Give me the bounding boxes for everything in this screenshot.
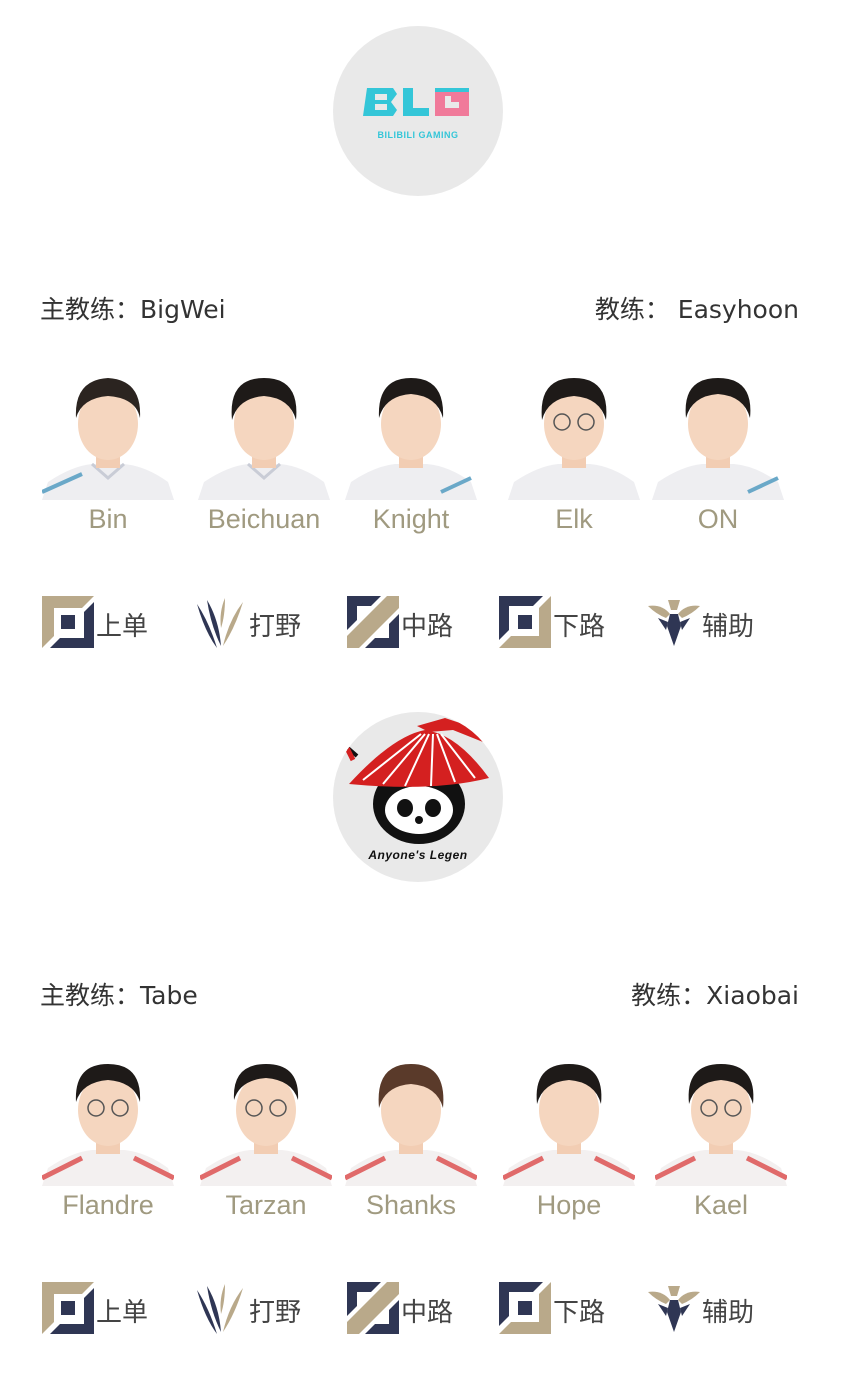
player-card: Beichuan bbox=[198, 374, 330, 544]
role-top: 上单 bbox=[42, 592, 182, 652]
support-icon bbox=[648, 596, 700, 648]
player-card: Bin bbox=[42, 374, 174, 544]
player-name: Shanks bbox=[365, 1190, 457, 1220]
player-name: Tarzan bbox=[225, 1190, 307, 1220]
jungle-icon bbox=[195, 1282, 247, 1334]
anyones-legend-logo: Anyone's Legen bbox=[333, 712, 503, 882]
player-name: ON bbox=[697, 504, 739, 534]
head-coach-label: 主教练： bbox=[40, 295, 141, 324]
bot-lane-icon bbox=[499, 1282, 551, 1334]
player-list: Bin Beichuan Knight Elk ON bbox=[0, 374, 853, 544]
jungle-icon bbox=[195, 596, 247, 648]
role-jungle: 打野 bbox=[195, 1278, 335, 1338]
coach-name: Easyhoon bbox=[677, 295, 799, 324]
role-top: 上单 bbox=[42, 1278, 182, 1338]
role-label: 辅助 bbox=[702, 612, 755, 642]
player-card: Knight bbox=[345, 374, 477, 544]
bilibili-gaming-logo: BILIBILI GAMING bbox=[333, 26, 503, 196]
role-label: 上单 bbox=[96, 612, 149, 642]
player-card: Elk bbox=[508, 374, 640, 544]
role-support: 辅助 bbox=[648, 1278, 788, 1338]
role-label: 中路 bbox=[401, 612, 454, 642]
coach-row: 主教练：BigWei 教练： Easyhoon bbox=[40, 290, 799, 326]
player-name: Bin bbox=[88, 504, 128, 534]
player-photo bbox=[503, 1060, 635, 1186]
role-label: 中路 bbox=[401, 1298, 454, 1328]
player-name: Beichuan bbox=[207, 504, 321, 534]
player-photo bbox=[42, 1060, 174, 1186]
player-card: Flandre bbox=[42, 1060, 174, 1230]
head-coach-name: BigWei bbox=[140, 295, 226, 324]
player-list: Flandre Tarzan Shanks Hope Kael bbox=[0, 1060, 853, 1230]
role-label: 下路 bbox=[553, 1298, 606, 1328]
player-photo bbox=[652, 374, 784, 500]
top-lane-icon bbox=[42, 596, 94, 648]
logo-subtext: BILIBILI GAMING bbox=[377, 130, 459, 140]
role-label: 打野 bbox=[249, 612, 302, 642]
player-name: Hope bbox=[536, 1190, 602, 1220]
role-mid: 中路 bbox=[347, 1278, 487, 1338]
head-coach: 主教练：BigWei bbox=[40, 290, 226, 326]
mid-lane-icon bbox=[347, 1282, 399, 1334]
player-photo bbox=[198, 374, 330, 500]
role-jungle: 打野 bbox=[195, 592, 335, 652]
player-photo bbox=[655, 1060, 787, 1186]
head-coach: 主教练：Tabe bbox=[40, 976, 198, 1012]
mid-lane-icon bbox=[347, 596, 399, 648]
role-list: 上单 打野 中路 下路 辅助 bbox=[0, 592, 853, 652]
player-photo bbox=[200, 1060, 332, 1186]
logo-subtext: Anyone's Legen bbox=[368, 848, 468, 862]
role-bot: 下路 bbox=[499, 592, 639, 652]
player-name: Flandre bbox=[62, 1190, 154, 1220]
player-card: ON bbox=[652, 374, 784, 544]
role-label: 上单 bbox=[96, 1298, 149, 1328]
coach: 教练： Easyhoon bbox=[595, 290, 799, 326]
coach-name: Xiaobai bbox=[706, 981, 799, 1010]
role-label: 打野 bbox=[249, 1298, 302, 1328]
top-lane-icon bbox=[42, 1282, 94, 1334]
coach-row: 主教练：Tabe 教练：Xiaobai bbox=[40, 976, 799, 1012]
support-icon bbox=[648, 1282, 700, 1334]
coach-label: 教练： bbox=[631, 981, 707, 1010]
player-card: Tarzan bbox=[200, 1060, 332, 1230]
head-coach-name: Tabe bbox=[140, 981, 198, 1010]
role-mid: 中路 bbox=[347, 592, 487, 652]
role-bot: 下路 bbox=[499, 1278, 639, 1338]
coach: 教练：Xiaobai bbox=[631, 976, 799, 1012]
player-name: Kael bbox=[693, 1190, 749, 1220]
coach-label: 教练： bbox=[594, 295, 670, 324]
player-name: Knight bbox=[372, 504, 450, 534]
player-card: Hope bbox=[503, 1060, 635, 1230]
role-list: 上单 打野 中路 下路 辅助 bbox=[0, 1278, 853, 1338]
player-photo bbox=[42, 374, 174, 500]
role-support: 辅助 bbox=[648, 592, 788, 652]
role-label: 辅助 bbox=[702, 1298, 755, 1328]
player-photo bbox=[345, 1060, 477, 1186]
role-label: 下路 bbox=[553, 612, 606, 642]
player-card: Kael bbox=[655, 1060, 787, 1230]
bot-lane-icon bbox=[499, 596, 551, 648]
player-photo bbox=[345, 374, 477, 500]
player-card: Shanks bbox=[345, 1060, 477, 1230]
player-photo bbox=[508, 374, 640, 500]
player-name: Elk bbox=[555, 504, 593, 534]
head-coach-label: 主教练： bbox=[40, 981, 141, 1010]
